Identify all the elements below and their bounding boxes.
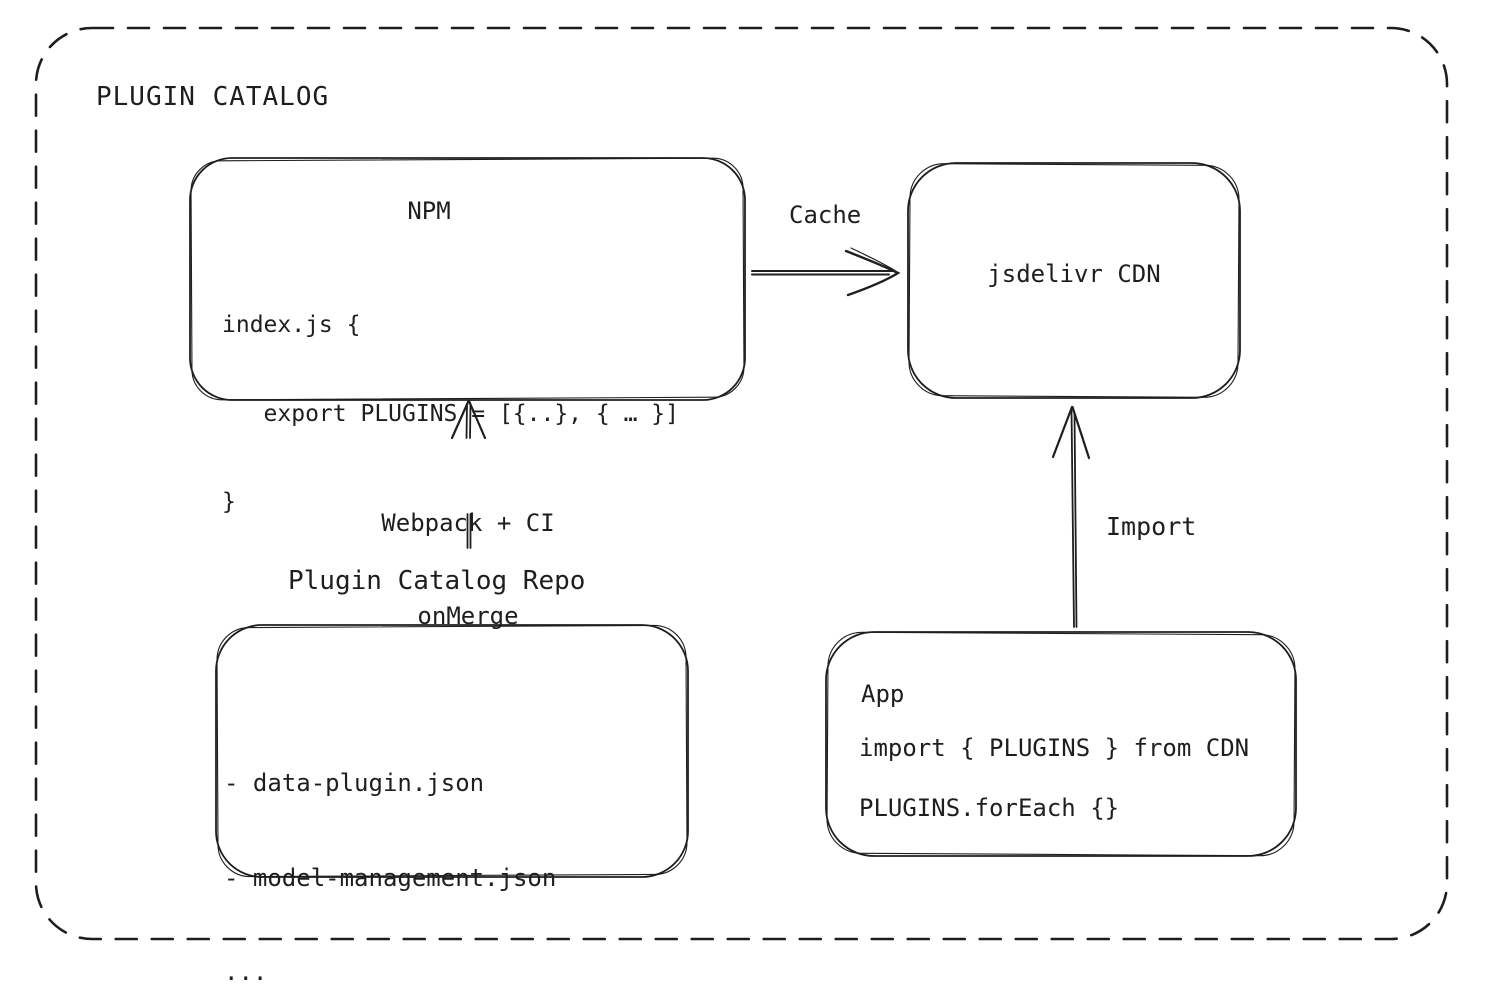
app-code-line: import { PLUGINS } from CDN (859, 734, 1250, 762)
app-node-title: App (861, 680, 905, 708)
app-code-line: PLUGINS.forEach {} (859, 794, 1120, 822)
npm-node-code: index.js { export PLUGINS = [{..}, { … }… (222, 252, 679, 577)
repo-node-title: Plugin Catalog Repo (288, 566, 586, 596)
npm-code-line: export PLUGINS = [{..}, { … }] (222, 400, 679, 427)
cdn-node-label: jsdelivr CDN (987, 260, 1161, 288)
app-node-box (825, 631, 1297, 857)
frame-title: PLUGIN CATALOG (96, 82, 330, 112)
repo-file-item: - model-management.json (224, 863, 557, 892)
cache-arrow (751, 247, 901, 297)
cdn-node-box (907, 162, 1241, 399)
repo-file-item: ... (224, 958, 268, 986)
import-arrow-label: Import (1106, 512, 1197, 541)
repo-node-file-list: - data-plugin.json - model-management.js… (224, 705, 556, 1002)
import-arrow (1051, 405, 1091, 628)
build-arrow-label-line2: onMerge (417, 602, 519, 630)
npm-node-box (189, 157, 746, 401)
repo-file-item: - data-plugin.json (224, 769, 485, 797)
plugin-catalog-frame (34, 26, 1449, 941)
repo-node-box (215, 624, 689, 878)
build-arrow-label: Webpack + CI onMerge (338, 446, 598, 694)
npm-code-line: index.js { (222, 312, 361, 338)
npm-code-line: } (222, 489, 236, 515)
npm-node-title: NPM (407, 197, 451, 225)
build-arrow (450, 399, 487, 549)
cache-arrow-label: Cache (789, 201, 862, 229)
build-arrow-label-line1: Webpack + CI (381, 509, 555, 537)
